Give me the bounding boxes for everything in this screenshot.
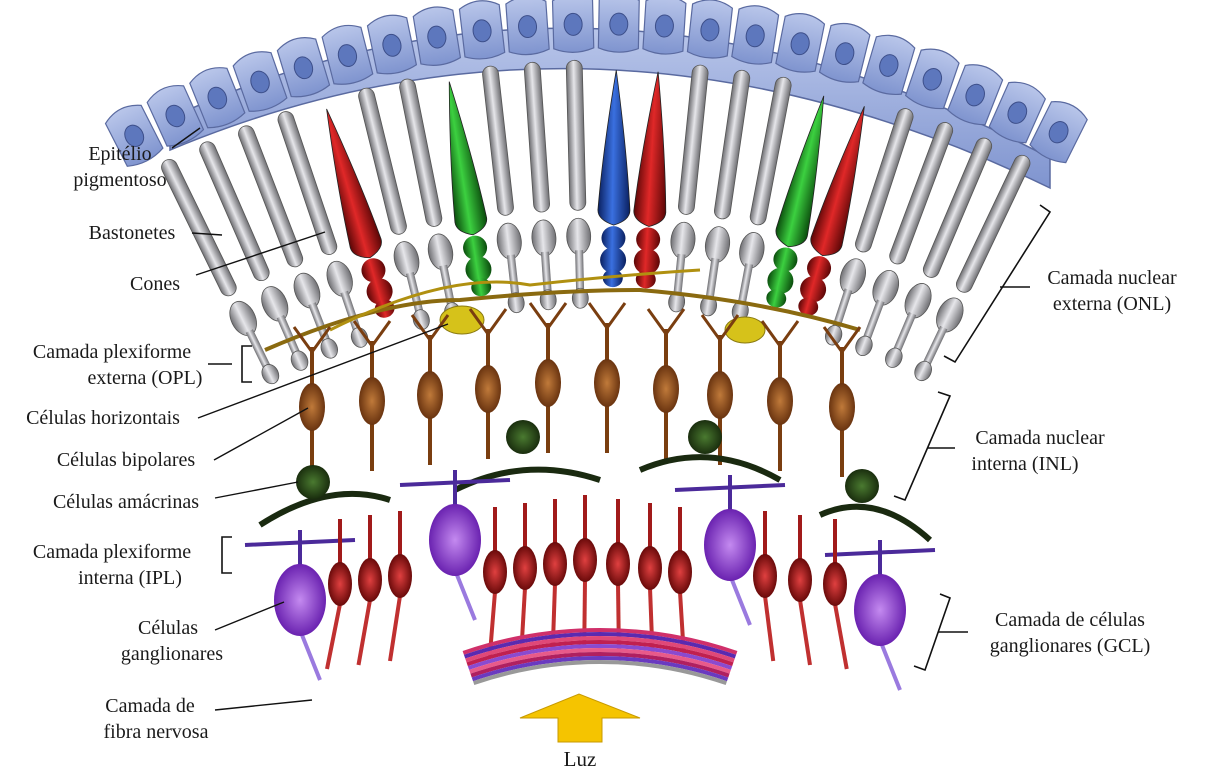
bipolar-cell <box>824 327 860 477</box>
amacrine-cell-body <box>296 465 330 499</box>
midget-ganglion-cell <box>823 519 847 669</box>
epithelium-cell <box>459 0 505 61</box>
amacrine-cell-body <box>845 469 879 503</box>
ganglion-cell <box>675 475 785 625</box>
epithelium-cell <box>643 0 687 55</box>
midget-ganglion-cell <box>788 515 812 665</box>
bipolar-cell <box>412 315 448 465</box>
midget-ganglion-cell <box>573 495 597 645</box>
light-label: Luz <box>564 747 597 771</box>
label-epitelio-line1: Epitélio <box>88 143 151 165</box>
midget-ganglion-cell <box>543 499 567 649</box>
label-onl-line2: externa (ONL) <box>1053 293 1171 315</box>
midget-ganglion-cell <box>358 515 382 665</box>
midget-ganglion-cell <box>483 507 507 657</box>
epithelium-cell <box>505 0 549 56</box>
amacrine-cells <box>260 420 930 540</box>
rod-cell <box>562 60 592 309</box>
light-arrow: Luz <box>520 694 640 771</box>
label-ipl-line2: interna (IPL) <box>78 567 182 589</box>
label-fibra-line2: fibra nervosa <box>104 721 209 743</box>
amacrine-cell-body <box>506 420 540 454</box>
epithelium-cell <box>731 3 779 66</box>
bipolar-cell <box>648 309 684 459</box>
label-ganglionares-line2: ganglionares <box>121 643 223 665</box>
amacrine-cell-body <box>688 420 722 454</box>
label-gcl-line2: ganglionares (GCL) <box>990 635 1151 657</box>
red-cone-cell <box>629 71 674 290</box>
label-bastonetes: Bastonetes <box>89 222 176 244</box>
midget-ganglion-cell <box>606 499 630 649</box>
epithelium-cell <box>412 4 461 68</box>
epithelium-cell <box>687 0 733 60</box>
bipolar-cells <box>294 303 860 477</box>
epithelium-cell <box>598 0 639 53</box>
label-amacrinas: Células amácrinas <box>53 491 199 513</box>
rod-cell <box>664 64 713 313</box>
horizontal-cell-body <box>725 317 765 343</box>
label-gcl-line1: Camada de células <box>995 609 1145 631</box>
midget-ganglion-cell <box>753 511 777 661</box>
midget-ganglion-cell <box>388 511 412 661</box>
bipolar-cell <box>589 303 625 453</box>
label-bipolares: Células bipolares <box>57 449 196 471</box>
label-ganglionares-line1: Células <box>138 617 198 639</box>
label-opl-line2: externa (OPL) <box>88 367 203 389</box>
nerve-fiber-layer <box>463 630 736 683</box>
midget-ganglion-cell <box>513 503 537 653</box>
label-onl-line1: Camada nuclear <box>1047 267 1177 289</box>
blue-cone-cell <box>597 70 633 288</box>
label-fibra-line1: Camada de <box>105 695 195 717</box>
label-epitelio-line2: pigmentoso <box>73 169 166 191</box>
epithelium-cell <box>552 0 594 53</box>
label-cones: Cones <box>130 273 180 295</box>
label-inl-line1: Camada nuclear <box>975 427 1105 449</box>
bipolar-cell <box>762 321 798 471</box>
label-inl-line2: interna (INL) <box>971 453 1078 475</box>
label-horizontais: Células horizontais <box>26 407 180 429</box>
label-ipl-line1: Camada plexiforme <box>33 541 191 563</box>
rod-cell <box>520 62 561 311</box>
label-opl-line1: Camada plexiforme <box>33 341 191 363</box>
epithelium-cell <box>819 20 872 86</box>
